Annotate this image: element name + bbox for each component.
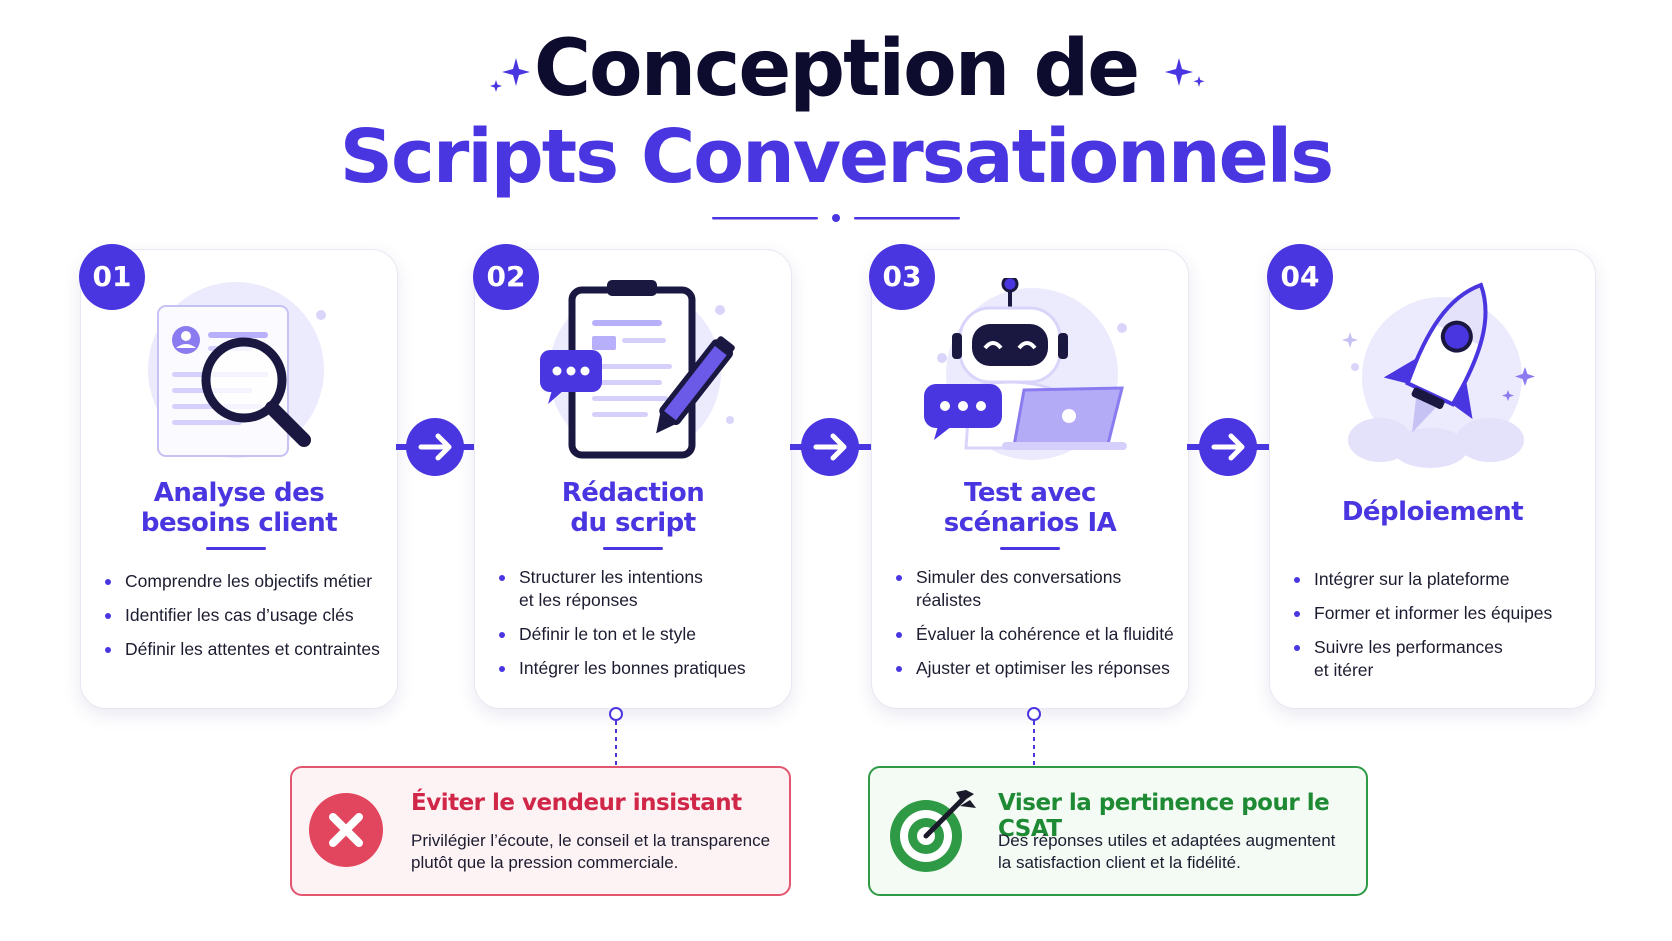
callout-text: Des réponses utiles et adaptées augmente… xyxy=(998,831,1336,872)
step-title: Analyse des besoins client xyxy=(140,478,338,538)
list-item: Former et informer les équipes xyxy=(1294,602,1585,625)
title-underline xyxy=(206,547,266,550)
step-card-2: Rédaction du script Structurer les inten… xyxy=(474,249,792,709)
step-number-badge: 02 xyxy=(473,244,539,310)
list-item: Suivre les performances et itérer xyxy=(1294,636,1585,682)
step-title: Test avec scénarios IA xyxy=(943,478,1117,538)
list-item: Ajuster et optimiser les réponses xyxy=(896,657,1178,680)
list-item: Simuler des conversations réalistes xyxy=(896,566,1178,612)
callout-text: Privilégier l’écoute, le conseil et la t… xyxy=(411,831,771,872)
robot-laptop-icon xyxy=(924,278,1127,460)
list-item: Évaluer la cohérence et la fluidité xyxy=(896,623,1178,646)
document-magnifier-icon xyxy=(148,282,326,458)
list-item: Comprendre les objectifs métier xyxy=(105,570,387,593)
step-items: Simuler des conversations réalistes Éval… xyxy=(896,566,1178,691)
arrow-right-icon xyxy=(396,418,474,476)
arrow-right-icon xyxy=(790,418,871,476)
callout-title: Viser la pertinence pour le CSAT xyxy=(998,790,1330,842)
connector-line xyxy=(1027,707,1041,768)
target-icon xyxy=(890,790,976,872)
list-item: Définir les attentes et contraintes xyxy=(105,638,387,661)
sparkle-right-icon xyxy=(1165,58,1205,87)
step-number-badge: 03 xyxy=(869,244,935,310)
step-items: Intégrer sur la plateforme Former et inf… xyxy=(1294,568,1585,693)
page-title: Conception de Scripts Conversationnels xyxy=(0,24,1672,200)
step-title: Déploiement xyxy=(1341,497,1524,527)
step-number-badge: 01 xyxy=(79,244,145,310)
step-items: Comprendre les objectifs métier Identifi… xyxy=(105,570,387,672)
callout-title: Éviter le vendeur insistant xyxy=(411,790,742,816)
list-item: Identifier les cas d’usage clés xyxy=(105,604,387,627)
list-item: Structurer les intentions et les réponse… xyxy=(499,566,781,612)
step-number-badge: 04 xyxy=(1267,244,1333,310)
aim-callout: Viser la pertinence pour le CSAT Des rép… xyxy=(868,766,1368,896)
list-item: Définir le ton et le style xyxy=(499,623,781,646)
x-circle-icon xyxy=(309,793,383,867)
sparkle-left-icon xyxy=(490,58,530,92)
list-item: Intégrer sur la plateforme xyxy=(1294,568,1585,591)
avoid-callout: Éviter le vendeur insistant Privilégier … xyxy=(290,766,791,896)
title-line-2: Scripts Conversationnels xyxy=(339,114,1334,200)
title-line-1: Conception de xyxy=(533,24,1140,114)
step-title: Rédaction du script xyxy=(561,478,705,538)
connector-line xyxy=(609,707,623,768)
list-item: Intégrer les bonnes pratiques xyxy=(499,657,781,680)
rocket-icon xyxy=(1342,282,1535,468)
step-card-3: Test avec scénarios IA Simuler des conve… xyxy=(871,249,1189,709)
title-underline xyxy=(1000,547,1060,550)
step-card-1: Analyse des besoins client Comprendre le… xyxy=(80,249,398,709)
title-underline xyxy=(603,547,663,550)
step-items: Structurer les intentions et les réponse… xyxy=(499,566,781,691)
arrow-right-icon xyxy=(1187,418,1269,476)
clipboard-pen-icon xyxy=(540,280,735,459)
title-divider xyxy=(712,214,960,222)
step-card-4: Déploiement Intégrer sur la plateforme F… xyxy=(1269,249,1596,709)
